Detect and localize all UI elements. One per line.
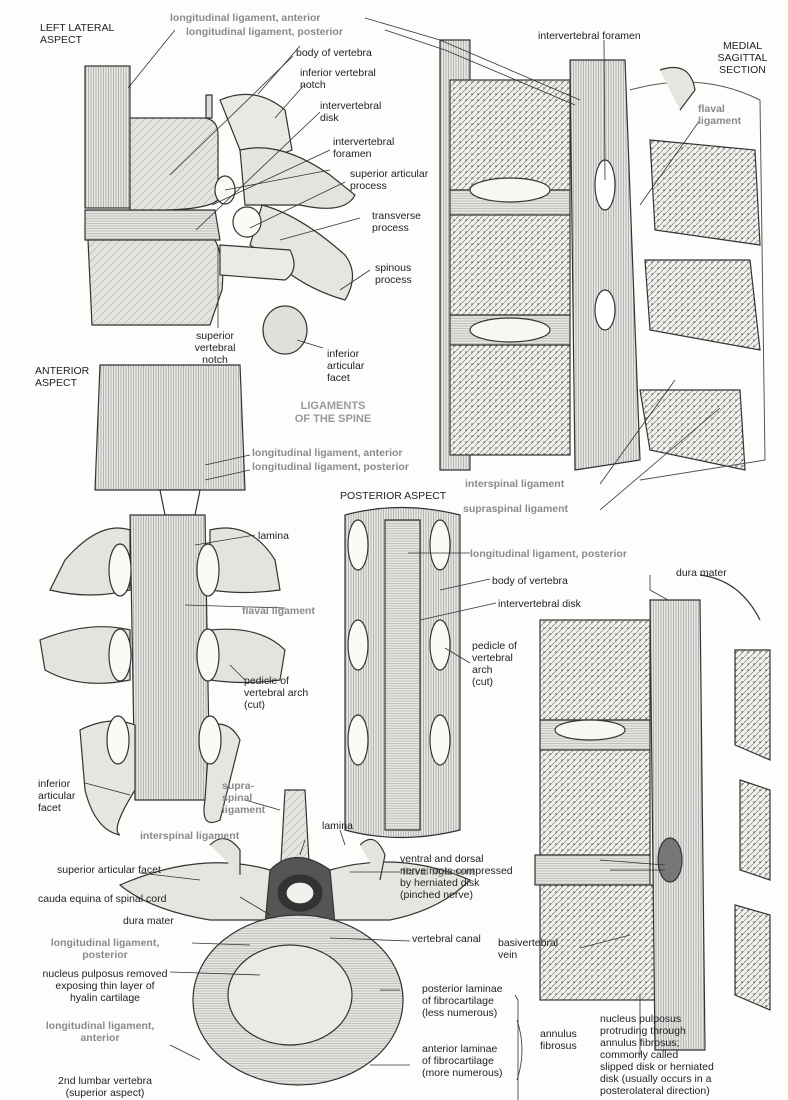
label-superior-articular-process: superior articular process [350, 168, 450, 192]
label-anterior-laminae: anterior laminae of fibrocartilage (more… [422, 1043, 532, 1079]
label-flaval-ligament-2: flaval ligament [242, 605, 342, 617]
label-dura-mater-1: dura mater [676, 567, 746, 579]
label-body-of-vertebra-1: body of vertebra [296, 47, 406, 59]
label-nucleus-protruding: nucleus pulposus protruding through annu… [600, 1013, 785, 1097]
label-body-of-vertebra-2: body of vertebra [492, 575, 602, 587]
label-ll-posterior-bottom: longitudinal ligament, posterior [30, 937, 180, 961]
label-interspinal-ligament-2: interspinal ligament [140, 830, 290, 842]
diagram-title: LIGAMENTS OF THE SPINE [278, 400, 388, 426]
label-intervertebral-foramen-1: intervertebral foramen [333, 136, 433, 160]
label-superior-vertebral-notch: superior vertebral notch [180, 330, 250, 366]
label-intervertebral-foramen-2: intervertebral foramen [538, 30, 678, 42]
label-transverse-process: transverse process [372, 210, 452, 234]
label-cauda-equina: cauda equina of spinal cord [38, 893, 208, 905]
anterior-aspect [40, 365, 285, 835]
label-vertebral-canal: vertebral canal [412, 933, 512, 945]
label-ll-anterior-bottom: longitudinal ligament, anterior [25, 1020, 175, 1044]
label-pedicle-2: pedicle of vertebral arch (cut) [472, 640, 542, 688]
label-superior-articular-facet: superior articular facet [57, 864, 207, 876]
label-inferior-articular-facet-1: inferior articular facet [327, 348, 387, 384]
label-supraspinal-ligament: supraspinal ligament [463, 503, 613, 515]
label-ll-posterior-mid: longitudinal ligament, posterior [252, 461, 452, 473]
left-lateral-vertebrae [85, 66, 355, 354]
label-lumbar-vertebra: 2nd lumbar vertebra (superior aspect) [30, 1075, 180, 1099]
label-nerve-roots: ventral and dorsal nerve roots compresse… [400, 853, 540, 901]
label-lamina-2: lamina [322, 820, 372, 832]
label-inferior-vertebral-notch: inferior vertebral notch [300, 67, 410, 91]
label-posterior-laminae: posterior laminae of fibrocartilage (les… [422, 983, 532, 1019]
label-nucleus-removed: nucleus pulposus removed exposing thin l… [25, 968, 185, 1004]
label-interspinal-ligament-1: interspinal ligament [465, 478, 615, 490]
section-left-lateral: LEFT LATERAL ASPECT [40, 22, 130, 46]
label-ll-anterior-mid: longitudinal ligament, anterior [252, 447, 452, 459]
label-intervertebral-disk-1: intervertebral disk [320, 100, 420, 124]
label-spinous-process: spinous process [375, 262, 455, 286]
section-anterior: ANTERIOR ASPECT [35, 365, 115, 389]
label-supra-spinal-ligament: supra- spinal ligament [222, 780, 282, 816]
label-lamina-1: lamina [258, 530, 318, 542]
herniated-disk-section [535, 575, 770, 1050]
section-posterior: POSTERIOR ASPECT [340, 490, 460, 502]
label-dura-mater-2: dura mater [123, 915, 193, 927]
label-intervertebral-disk-2: intervertebral disk [498, 598, 618, 610]
section-medial-sagittal: MEDIAL SAGITTAL SECTION [710, 40, 775, 76]
label-annulus-fibrosus: annulus fibrosus [540, 1028, 600, 1052]
label-ll-posterior-top: longitudinal ligament, posterior [186, 26, 386, 38]
label-ll-anterior-top: longitudinal ligament, anterior [170, 12, 370, 24]
label-basivertebral-vein: basivertebral vein [498, 937, 578, 961]
posterior-aspect [345, 508, 460, 838]
label-flaval-ligament-1: flaval ligament [698, 103, 768, 127]
label-inferior-articular-facet-2: inferior articular facet [38, 778, 98, 814]
label-pedicle-1: pedicle of vertebral arch (cut) [244, 675, 334, 711]
label-ll-posterior-post: longitudinal ligament, posterior [470, 548, 670, 560]
